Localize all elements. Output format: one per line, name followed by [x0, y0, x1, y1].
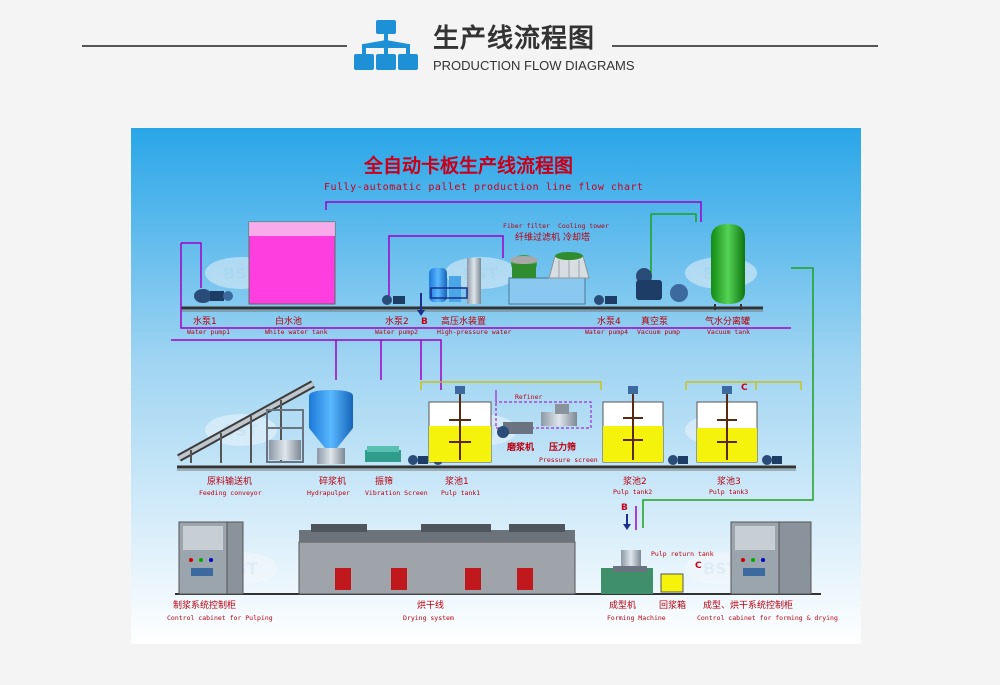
svg-text:Pulp tank2: Pulp tank2	[613, 488, 652, 496]
svg-text:浆池3: 浆池3	[717, 475, 741, 487]
pulp-pump-b	[668, 455, 782, 465]
svg-text:Water pump2: Water pump2	[375, 328, 418, 336]
vacuum-pump: 真空泵 Vacuum pump	[636, 268, 688, 336]
page-subtitle: PRODUCTION FLOW DIAGRAMS	[433, 58, 635, 73]
svg-text:Feeding conveyor: Feeding conveyor	[199, 489, 262, 497]
pulp-tank-3: C 浆池3 Pulp tank3	[696, 383, 758, 496]
vacuum-tank: 气水分离罐 Vacuum tank	[705, 224, 750, 336]
svg-text:Pulp return tank: Pulp return tank	[651, 550, 714, 558]
svg-text:Vacuum pump: Vacuum pump	[637, 328, 680, 336]
svg-text:Control cabinet for forming &: Control cabinet for forming & drying	[697, 614, 838, 622]
cooling-tower: Cooling tower 冷却塔	[548, 222, 609, 279]
svg-text:Drying system: Drying system	[403, 614, 454, 622]
svg-text:高压水装置: 高压水装置	[441, 315, 486, 327]
svg-text:碎浆机: 碎浆机	[319, 475, 346, 487]
pressure-screen: 压力筛 Pressure screen	[539, 441, 598, 464]
svg-text:压力筛: 压力筛	[549, 441, 576, 453]
forming-machine: Pulp return tank 成型机 Forming Machine	[601, 550, 714, 622]
water-pump-1: 水泵1 Water pump1	[187, 289, 233, 336]
svg-text:成型机: 成型机	[609, 599, 636, 611]
svg-text:纤维过滤机: 纤维过滤机	[515, 231, 560, 243]
svg-text:Fiber filter: Fiber filter	[503, 222, 550, 230]
svg-text:Forming Machine: Forming Machine	[607, 614, 666, 622]
control-cabinet-forming: 成型、烘干系统控制柜 Control cabinet for forming &…	[697, 521, 838, 622]
svg-text:浆池1: 浆池1	[445, 475, 469, 487]
header-divider-right	[612, 45, 878, 47]
pulp-tank-1: 浆池1 Pulp tank1	[428, 386, 492, 497]
svg-text:回浆箱: 回浆箱	[659, 599, 686, 611]
svg-text:Pulp tank3: Pulp tank3	[709, 488, 748, 496]
svg-text:制浆系统控制柜: 制浆系统控制柜	[173, 599, 236, 611]
flow-diagram: BST BST BST BST BST BST BST BST BST 全自动卡…	[131, 128, 861, 644]
svg-text:成型、烘干系统控制柜: 成型、烘干系统控制柜	[703, 599, 793, 611]
svg-text:Pulp tank1: Pulp tank1	[441, 489, 480, 497]
svg-text:Vibration Screen: Vibration Screen	[365, 489, 428, 497]
svg-text:C: C	[741, 383, 748, 393]
svg-text:Water pump1: Water pump1	[187, 328, 230, 336]
svg-text:振筛: 振筛	[375, 475, 393, 487]
feeding-conveyor: 原料输送机 Feeding conveyor	[177, 380, 315, 497]
flow-diagram-svg: BST BST BST BST BST BST BST BST BST 全自动卡…	[131, 128, 861, 644]
svg-text:真空泵: 真空泵	[641, 315, 668, 327]
svg-text:C: C	[695, 561, 702, 571]
page-header: 生产线流程图 PRODUCTION FLOW DIAGRAMS	[0, 0, 1000, 90]
svg-text:B: B	[621, 503, 628, 513]
svg-text:Hydrapulper: Hydrapulper	[307, 489, 350, 497]
svg-text:Refiner: Refiner	[515, 393, 542, 401]
water-pump-4: 水泵4 Water pump4	[585, 295, 628, 336]
svg-text:White water tank: White water tank	[265, 328, 328, 336]
svg-text:原料输送机: 原料输送机	[207, 475, 252, 487]
fiber-filter: Fiber filter 纤维过滤机	[503, 222, 586, 305]
svg-text:Vacuum tank: Vacuum tank	[707, 328, 750, 336]
svg-text:气水分离罐: 气水分离罐	[705, 315, 750, 327]
svg-text:磨浆机: 磨浆机	[506, 441, 534, 453]
row-forming-drying: B 制浆系统控制柜 Control cabinet for Pulping	[167, 503, 838, 622]
svg-text:浆池2: 浆池2	[623, 475, 647, 487]
support-frame	[266, 409, 304, 463]
diagram-title: 全自动卡板生产线流程图	[363, 154, 573, 177]
svg-text:BST: BST	[703, 559, 738, 578]
water-pump-2: 水泵2 B Water pump2	[375, 293, 428, 336]
svg-text:Control cabinet for Pulping: Control cabinet for Pulping	[167, 614, 273, 622]
svg-text:Water pump4: Water pump4	[585, 328, 628, 336]
diagram-subtitle: Fully-automatic pallet production line f…	[324, 182, 644, 193]
page-title: 生产线流程图	[433, 24, 596, 54]
svg-text:烘干线: 烘干线	[417, 599, 444, 611]
row-water-system: 水泵1 Water pump1 白水池 White water tank 水泵2…	[171, 201, 814, 528]
high-pressure-water: 高压水装置 High-pressure water	[429, 258, 511, 336]
hydrapulper: 碎浆机 Hydrapulper	[307, 390, 353, 497]
svg-text:High-pressure water: High-pressure water	[437, 328, 511, 336]
svg-text:Pressure screen: Pressure screen	[539, 456, 598, 464]
svg-text:Cooling tower: Cooling tower	[558, 222, 609, 230]
white-water-tank: 白水池 White water tank	[248, 221, 336, 336]
row-pulping-system: 原料输送机 Feeding conveyor 碎浆机 Hydrapulper 振…	[177, 380, 802, 497]
control-cabinet-pulping: 制浆系统控制柜 Control cabinet for Pulping	[167, 521, 273, 622]
svg-text:白水池: 白水池	[275, 315, 302, 327]
svg-text:B: B	[421, 317, 428, 327]
pulp-tank-2: 浆池2 Pulp tank2	[602, 386, 664, 496]
svg-text:水泵1: 水泵1	[193, 315, 217, 327]
svg-text:冷却塔: 冷却塔	[563, 231, 590, 243]
hierarchy-icon	[354, 20, 418, 70]
vibration-screen: 振筛 Vibration Screen	[365, 446, 428, 497]
drying-system: 烘干线 Drying system	[298, 524, 576, 622]
pulp-return-box: C 回浆箱	[659, 561, 702, 611]
refiner: Refiner 磨浆机	[497, 393, 577, 453]
header-divider-left	[82, 45, 347, 47]
svg-text:水泵2: 水泵2	[385, 315, 409, 327]
svg-text:水泵4: 水泵4	[597, 315, 621, 327]
